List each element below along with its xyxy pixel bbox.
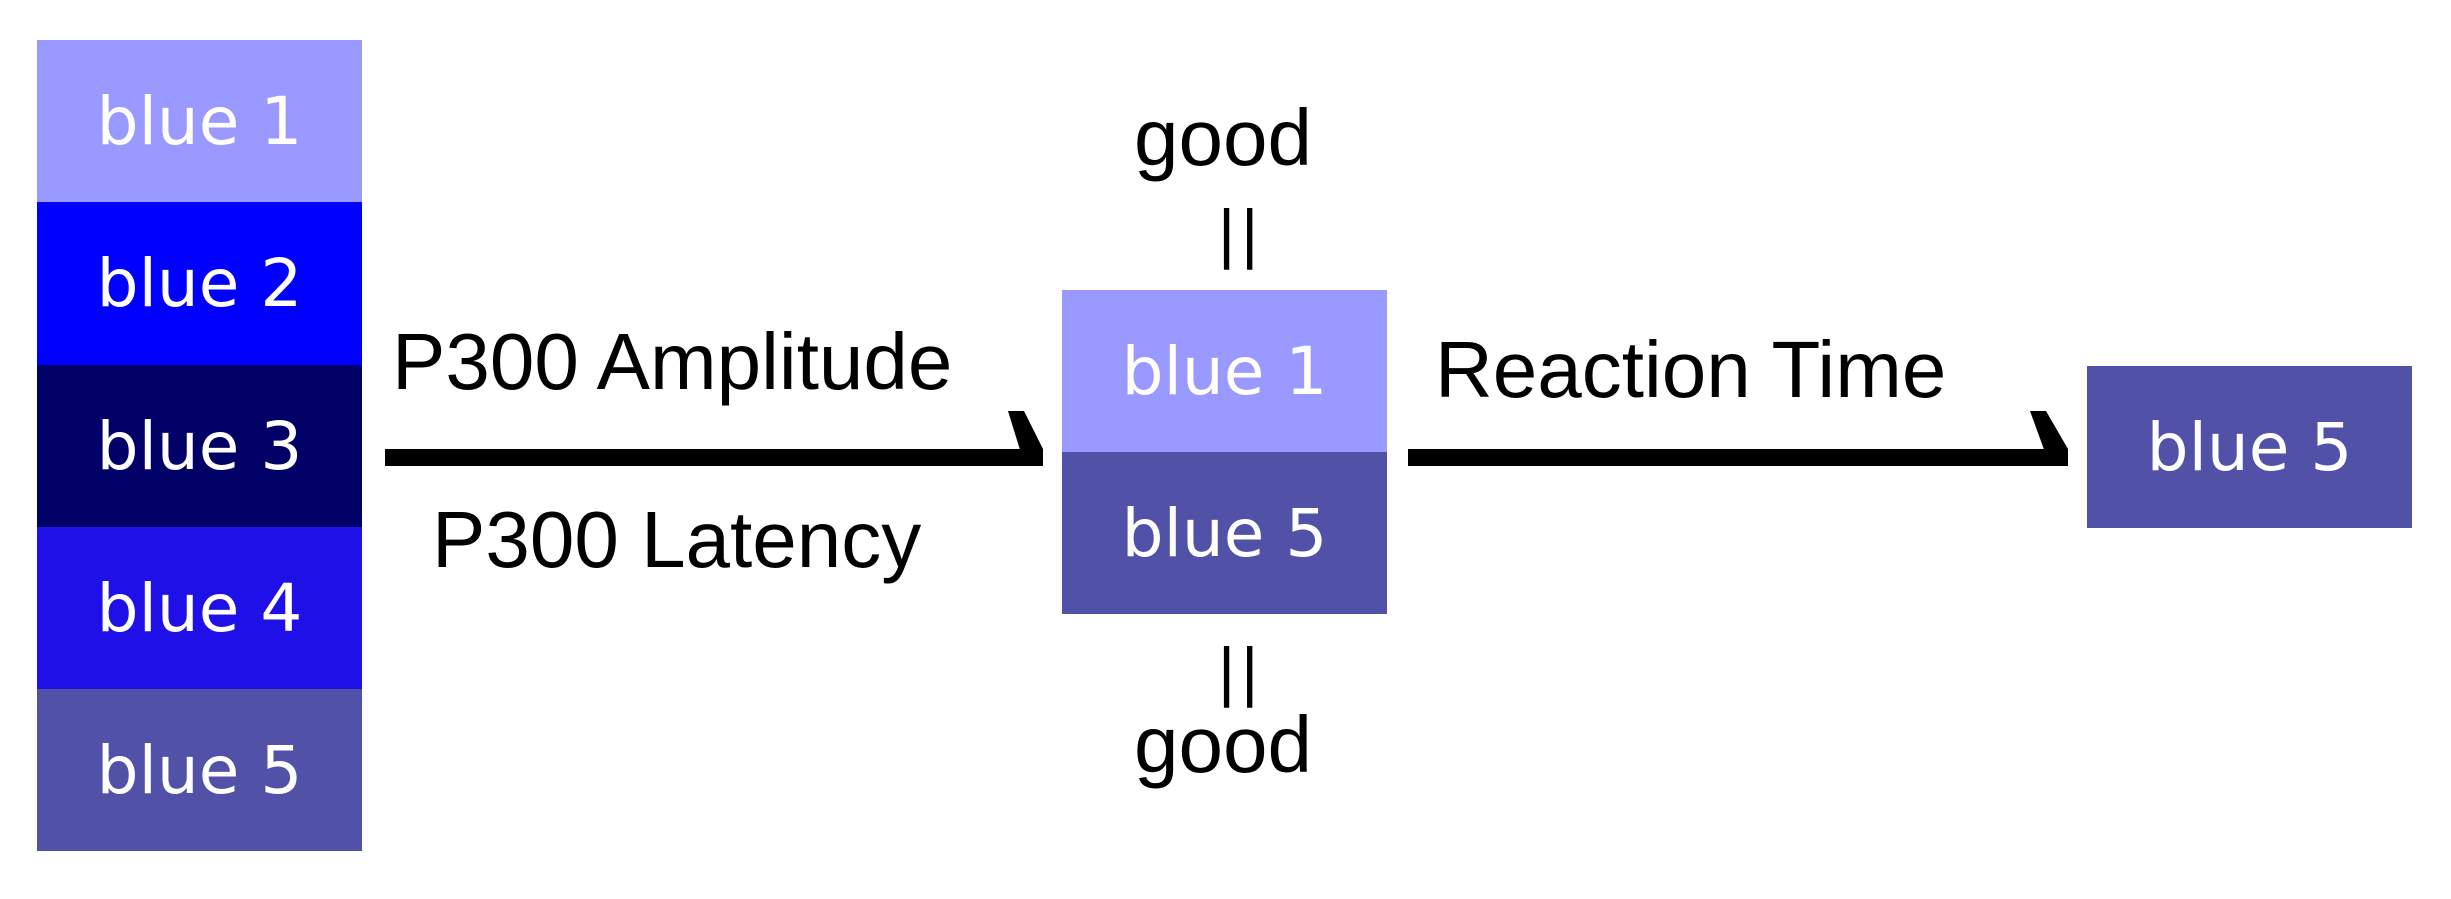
- reaction-time-label: Reaction Time: [1435, 325, 1947, 414]
- left-box-label: blue 2: [96, 245, 303, 322]
- middle-box-label: blue 1: [1121, 332, 1328, 410]
- arrow-left-to-middle: [385, 411, 1043, 466]
- middle-box-blue-5: blue 5: [1062, 452, 1387, 614]
- right-box-blue-5: blue 5: [2087, 366, 2412, 528]
- left-box-label: blue 3: [96, 407, 303, 485]
- top-equals-sign: ||: [1218, 196, 1265, 270]
- left-box-label: blue 1: [96, 82, 303, 160]
- left-box-blue-3: blue 3: [37, 365, 362, 527]
- arrow-middle-to-right: [1408, 411, 2068, 466]
- middle-box-blue-1: blue 1: [1062, 290, 1387, 452]
- top-good-label: good: [1134, 93, 1312, 182]
- bottom-good-label: good: [1134, 700, 1312, 789]
- left-box-label: blue 4: [96, 569, 303, 647]
- p300-amplitude-label: P300 Amplitude: [392, 317, 953, 406]
- p300-latency-label: P300 Latency: [432, 495, 922, 584]
- left-box-label: blue 5: [96, 731, 303, 809]
- left-box-blue-5: blue 5: [37, 689, 362, 851]
- bottom-equals-sign: ||: [1218, 634, 1265, 708]
- middle-box-label: blue 5: [1121, 494, 1328, 572]
- right-box-label: blue 5: [2146, 408, 2353, 486]
- left-box-blue-1: blue 1: [37, 40, 362, 202]
- left-box-blue-2: blue 2: [37, 202, 362, 365]
- left-box-blue-4: blue 4: [37, 527, 362, 689]
